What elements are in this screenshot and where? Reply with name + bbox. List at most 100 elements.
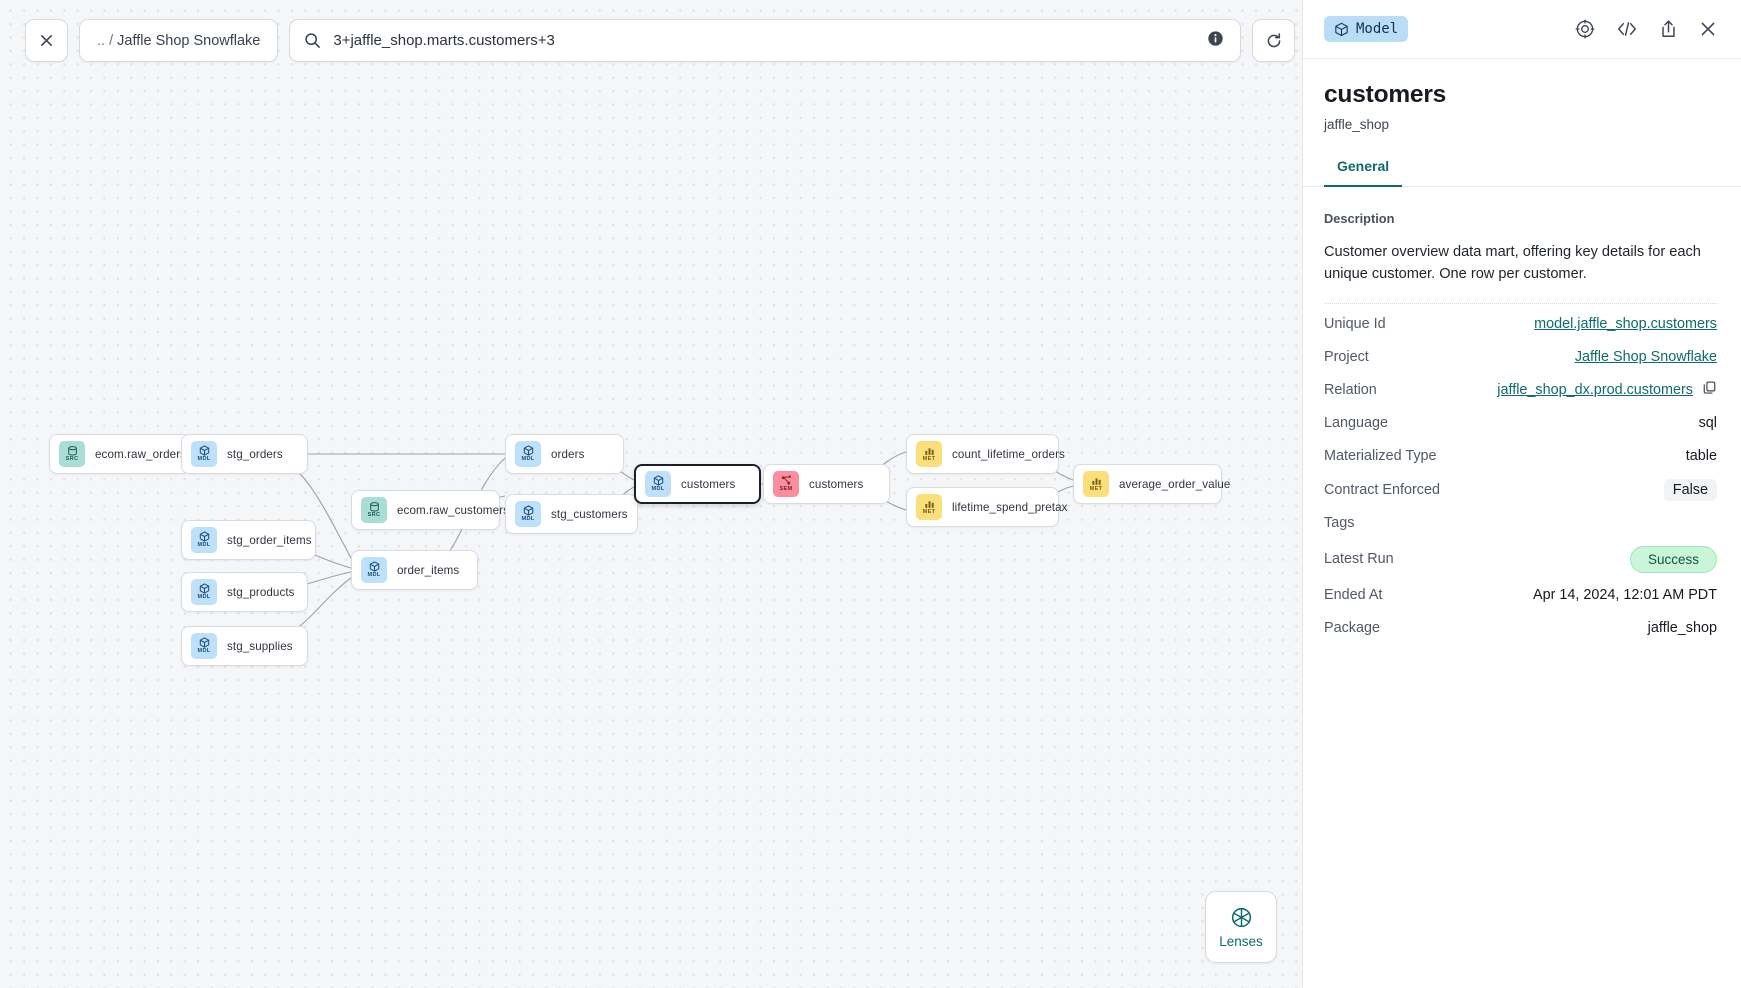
metadata-key: Project [1324, 349, 1369, 366]
met-badge-icon: MET [916, 494, 942, 520]
copy-relation-button[interactable] [1702, 380, 1717, 400]
metadata-row: Materialized Type table [1324, 440, 1717, 473]
metadata-value: False [1663, 478, 1717, 501]
canvas-toolbar: .. / Jaffle Shop Snowflake [25, 19, 1296, 62]
metadata-row: Contract Enforced False [1324, 473, 1717, 507]
lineage-node-label: customers [681, 477, 736, 491]
sem-badge-icon: SEM [773, 471, 799, 497]
metadata-row: Tags [1324, 507, 1717, 540]
metadata-value[interactable]: model.jaffle_shop.customers [1534, 316, 1717, 333]
lineage-node-customers_model[interactable]: MDL customers [634, 464, 761, 504]
lineage-node-order_items[interactable]: MDL order_items [351, 550, 478, 590]
focus-button[interactable] [1575, 19, 1595, 39]
share-button[interactable] [1659, 19, 1678, 39]
close-panel-button[interactable] [1699, 20, 1717, 38]
lineage-node-stg_products[interactable]: MDL stg_products [181, 572, 308, 612]
mdl-badge-icon: MDL [515, 441, 541, 467]
metadata-key: Ended At [1324, 587, 1383, 604]
metadata-row: Project Jaffle Shop Snowflake [1324, 341, 1717, 374]
search-info-button[interactable] [1207, 30, 1224, 52]
lineage-node-label: stg_orders [227, 447, 283, 461]
metadata-value: sql [1698, 415, 1717, 432]
mdl-badge-icon: MDL [191, 579, 217, 605]
met-badge-icon: MET [1083, 471, 1109, 497]
metadata-key: Unique Id [1324, 316, 1386, 333]
view-code-button[interactable] [1616, 20, 1638, 38]
lineage-canvas[interactable]: .. / Jaffle Shop Snowflake [0, 0, 1302, 988]
lineage-node-label: stg_customers [551, 507, 628, 521]
panel-action-icons [1575, 19, 1717, 39]
lineage-node-label: stg_supplies [227, 639, 293, 653]
mdl-badge-icon: MDL [645, 471, 671, 497]
share-icon [1662, 20, 1675, 37]
lineage-node-stg_orders[interactable]: MDL stg_orders [181, 434, 308, 474]
metadata-value: table [1685, 448, 1717, 465]
panel-tabs: General [1303, 158, 1741, 187]
description-label: Description [1324, 211, 1395, 226]
aperture-icon [1231, 907, 1251, 927]
metadata-row: Unique Id model.jaffle_shop.customers [1324, 308, 1717, 341]
description-text: Customer overview data mart, offering ke… [1324, 244, 1701, 282]
lineage-node-label: stg_order_items [227, 533, 312, 547]
mdl-badge-icon: MDL [361, 557, 387, 583]
code-icon [1618, 22, 1636, 36]
details-panel-header: Model [1303, 0, 1741, 59]
info-icon [1208, 30, 1224, 46]
breadcrumb[interactable]: .. / Jaffle Shop Snowflake [79, 19, 279, 62]
tab-general[interactable]: General [1324, 158, 1403, 187]
search-input[interactable] [333, 20, 1225, 61]
lineage-node-stg_order_items[interactable]: MDL stg_order_items [181, 520, 316, 560]
panel-content: Description Customer overview data mart,… [1303, 187, 1741, 645]
close-icon [1701, 22, 1715, 36]
lineage-node-lifetime_spend_pretax[interactable]: MET lifetime_spend_pretax [906, 487, 1067, 527]
lineage-node-label: lifetime_spend_pretax [952, 500, 1068, 514]
lineage-node-label: stg_products [227, 585, 295, 599]
refresh-button[interactable] [1252, 19, 1296, 62]
metadata-value-group: jaffle_shop_dx.prod.customers [1497, 380, 1717, 400]
refresh-icon [1267, 32, 1281, 47]
page-title: customers [1324, 81, 1447, 108]
breadcrumb-project: Jaffle Shop Snowflake [117, 32, 261, 49]
metadata-value[interactable]: jaffle_shop_dx.prod.customers [1497, 382, 1693, 399]
src-badge-icon: SRC [361, 497, 387, 523]
panel-heading: customers jaffle_shop [1303, 59, 1741, 132]
lineage-node-label: average_order_value [1119, 477, 1231, 491]
lineage-node-stg_supplies[interactable]: MDL stg_supplies [181, 626, 308, 666]
metadata-key: Tags [1324, 515, 1355, 532]
metadata-key: Contract Enforced [1324, 481, 1440, 498]
close-lineage-button[interactable] [25, 19, 68, 62]
section-divider [1324, 302, 1717, 304]
breadcrumb-prefix: .. / [97, 32, 114, 49]
target-icon [1575, 19, 1595, 39]
search-bar[interactable] [289, 19, 1242, 62]
metadata-key: Language [1324, 415, 1389, 432]
lenses-button[interactable]: Lenses [1205, 891, 1277, 963]
mdl-badge-icon: MDL [191, 441, 217, 467]
metadata-key: Materialized Type [1324, 448, 1437, 465]
lineage-node-average_order_value[interactable]: MET average_order_value [1073, 464, 1230, 504]
cube-icon [1335, 22, 1348, 36]
resource-kind-label: Model [1356, 21, 1399, 37]
mdl-badge-icon: MDL [191, 527, 217, 553]
lineage-node-label: ecom.raw_orders [95, 447, 187, 461]
copy-icon[interactable] [1702, 380, 1717, 395]
metadata-value[interactable]: Jaffle Shop Snowflake [1574, 349, 1717, 366]
metadata-key: Latest Run [1324, 551, 1394, 568]
mdl-badge-icon: MDL [191, 633, 217, 659]
resource-kind-badge: Model [1324, 16, 1409, 42]
close-icon [41, 35, 52, 46]
metadata-key: Package [1324, 620, 1381, 637]
lineage-node-label: order_items [397, 563, 460, 577]
panel-subtitle: jaffle_shop [1324, 117, 1390, 132]
